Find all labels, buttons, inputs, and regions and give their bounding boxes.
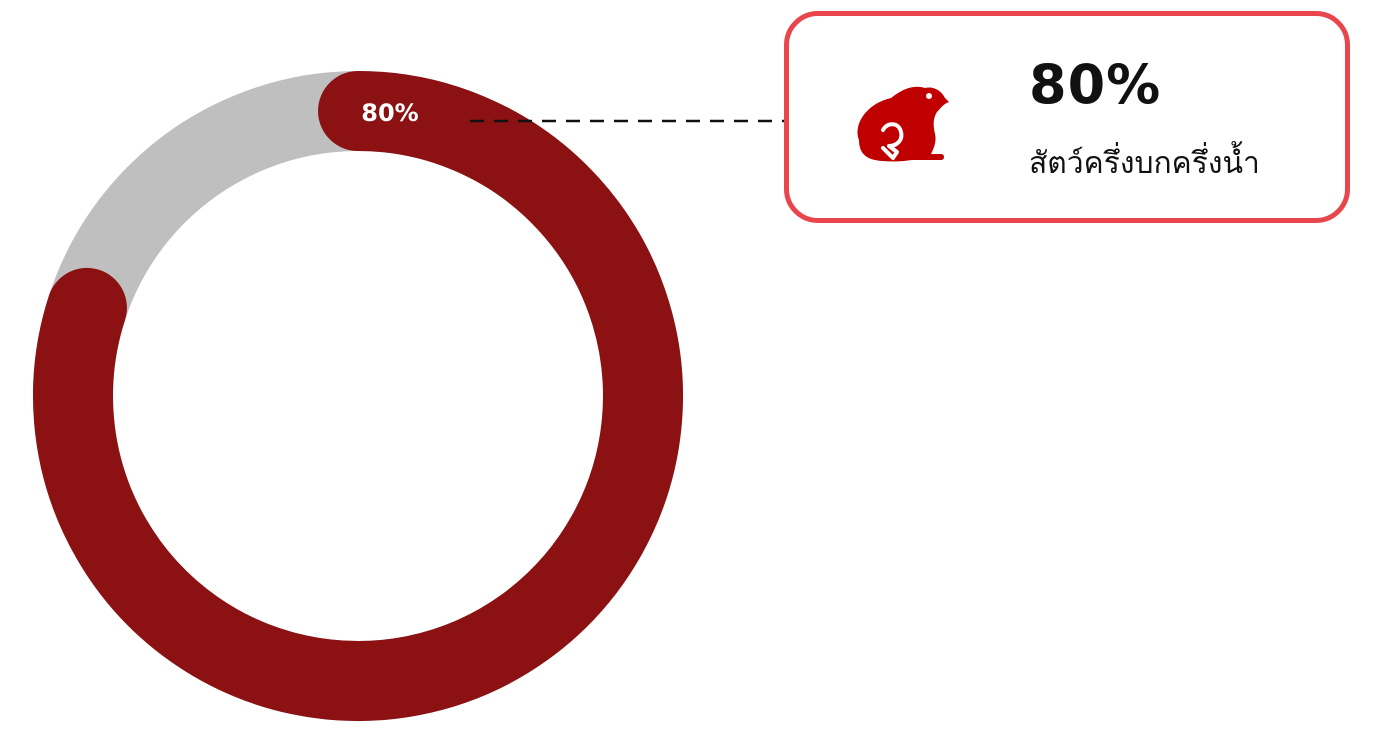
callout-label: สัตว์ครึ่งบกครึ่งน้ำ	[1029, 146, 1260, 181]
donut-data-label: 80%	[361, 99, 418, 127]
donut-arc-primary	[33, 71, 683, 721]
callout-value: 80%	[1029, 53, 1162, 116]
callout-card: 80% สัตว์ครึ่งบกครึ่งน้ำ	[784, 11, 1350, 223]
frog-icon	[857, 86, 949, 162]
